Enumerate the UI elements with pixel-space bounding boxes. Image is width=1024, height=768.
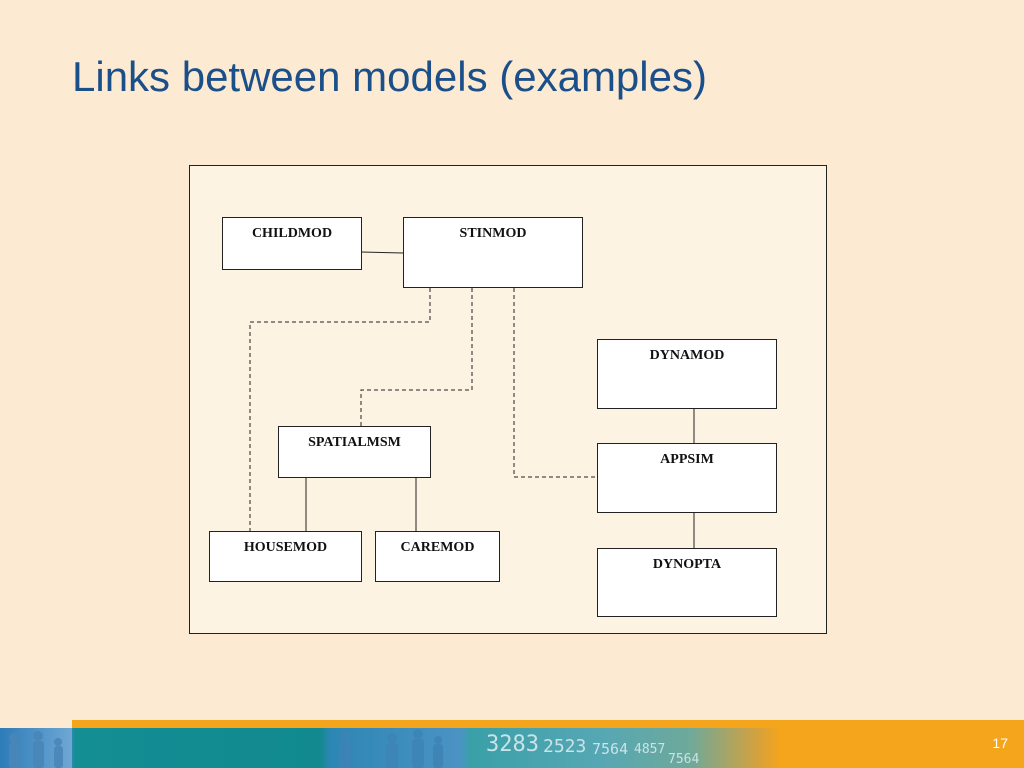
node-dynopta: DYNOPTA — [597, 548, 777, 617]
footer-orange-bar — [72, 720, 1024, 728]
footer-digits: 2523 — [543, 736, 587, 757]
footer-digits: 7564 — [668, 752, 700, 767]
edge-stinmod-spatialmsm — [360, 288, 473, 426]
node-spatialmsm: SPATIALMSM — [278, 426, 431, 478]
footer-digits: 3283 — [486, 732, 539, 757]
footer-digits: 7564 — [592, 740, 629, 758]
edge-stinmod-housemod — [249, 288, 431, 531]
node-childmod: CHILDMOD — [222, 217, 362, 270]
edge-childmod-stinmod — [360, 251, 404, 254]
page-number: 17 — [992, 735, 1008, 751]
footer-people-icon — [9, 729, 443, 768]
slide-title: Links between models (examples) — [72, 53, 707, 100]
footer-orange-band — [780, 728, 1024, 768]
node-caremod: CAREMOD — [375, 531, 500, 582]
node-dynamod: DYNAMOD — [597, 339, 777, 409]
node-appsim: APPSIM — [597, 443, 777, 513]
node-stinmod: STINMOD — [403, 217, 583, 288]
footer-digits: 4857 — [634, 742, 666, 757]
node-housemod: HOUSEMOD — [209, 531, 362, 582]
edge-stinmod-appsim — [513, 288, 597, 478]
